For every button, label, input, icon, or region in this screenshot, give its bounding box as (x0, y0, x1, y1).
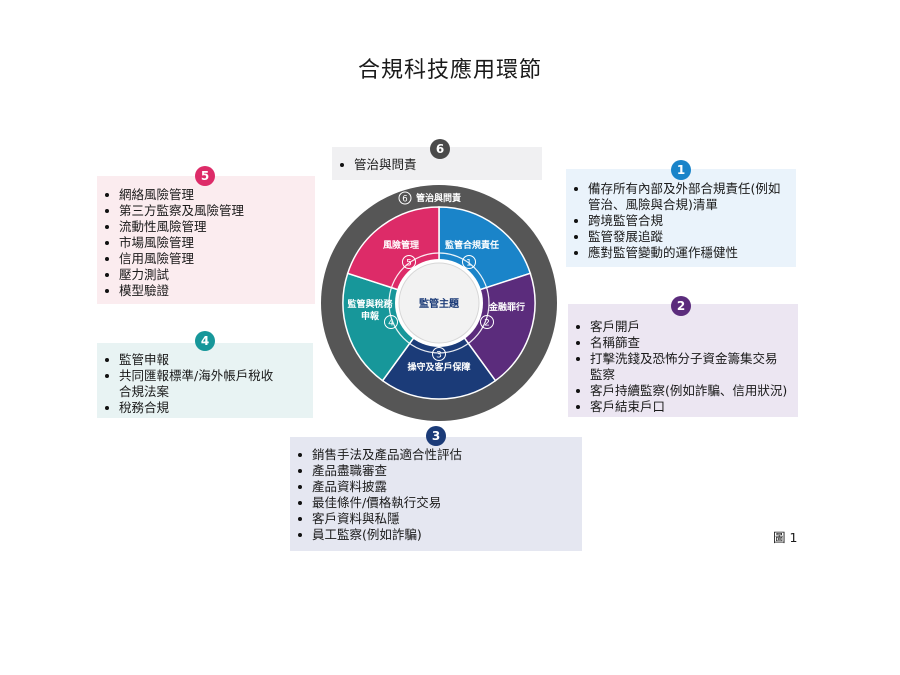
segment-number: 3 (436, 351, 442, 361)
list-item: 監管申報 (97, 352, 313, 368)
segment-label: 申報 (361, 310, 380, 322)
list-item: 名稱篩查 (568, 335, 798, 351)
list-item: 備存所有內部及外部合規責任(例如管治、風險與合規)清單 (566, 181, 796, 213)
box-regulatory-compliance: 備存所有內部及外部合規責任(例如管治、風險與合規)清單 跨境監管合規 監管發展追… (566, 169, 796, 267)
segment-number: 2 (484, 319, 490, 329)
segment-number-circle (462, 255, 476, 269)
list-item: 市場風險管理 (97, 235, 315, 251)
ring-number-circle (398, 191, 412, 205)
page-title: 合規科技應用環節 (357, 58, 542, 83)
center-disc (398, 262, 480, 344)
badge-1: 1 (671, 160, 691, 180)
list-item: 共同匯報標準/海外帳戶稅收合規法案 (97, 368, 313, 400)
list-item: 管治與問責 (332, 157, 542, 173)
center-label: 監管主題 (419, 297, 460, 310)
list-item: 信用風險管理 (97, 251, 315, 267)
list-item: 客戶結束戶口 (568, 399, 798, 415)
list-item: 產品資料披露 (290, 479, 582, 495)
inner-ring-line (388, 252, 490, 354)
segment-number-circle (432, 347, 446, 361)
list-item: 模型驗證 (97, 283, 315, 299)
list-item: 跨境監管合規 (566, 213, 796, 229)
segment-number: 4 (388, 319, 394, 329)
list-item: 客戶開戶 (568, 319, 798, 335)
list-item: 稅務合規 (97, 400, 313, 416)
box-risk-management: 網絡風險管理 第三方監察及風險管理 流動性風險管理 市場風險管理 信用風險管理 … (97, 176, 315, 304)
badge-6: 6 (430, 139, 450, 159)
segment-number: 5 (406, 259, 412, 269)
list-item: 最佳條件/價格執行交易 (290, 495, 582, 511)
list-item: 產品盡職審查 (290, 463, 582, 479)
segment-label: 監管合規責任 (445, 239, 499, 251)
list-item: 壓力測試 (97, 267, 315, 283)
ring-label: 管治與問責 (416, 192, 461, 204)
list-item: 銷售手法及產品適合性評估 (290, 447, 582, 463)
segment-label: 監管與稅務 (347, 298, 393, 310)
ring-number: 6 (402, 195, 407, 205)
list-item: 應對監管變動的運作穩健性 (566, 245, 796, 261)
list-item: 打擊洗錢及恐怖分子資金籌集交易監察 (568, 351, 798, 383)
list-item: 第三方監察及風險管理 (97, 203, 315, 219)
segment-conduct-protection (381, 301, 497, 400)
list-item: 網絡風險管理 (97, 187, 315, 203)
segment-label: 操守及客戶保障 (407, 361, 470, 373)
list-item: 監管發展追蹤 (566, 229, 796, 245)
segment-label: 金融罪行 (488, 301, 525, 313)
box-conduct-client-protection: 銷售手法及產品適合性評估 產品盡職審查 產品資料披露 最佳條件/價格執行交易 客… (290, 437, 582, 551)
badge-4: 4 (195, 331, 215, 351)
list-item: 流動性風險管理 (97, 219, 315, 235)
badge-5: 5 (195, 166, 215, 186)
list-item: 員工監察(例如詐騙) (290, 527, 582, 543)
list-item: 客戶資料與私隱 (290, 511, 582, 527)
list-item: 客戶持續監察(例如詐騙、信用狀況) (568, 383, 798, 399)
badge-3: 3 (426, 426, 446, 446)
segment-number-circle (480, 315, 494, 329)
box-financial-crime: 客戶開戶 名稱篩查 打擊洗錢及恐怖分子資金籌集交易監察 客戶持續監察(例如詐騙、… (568, 304, 798, 417)
segment-number: 1 (466, 259, 472, 269)
box-regulatory-tax-reporting: 監管申報 共同匯報標準/海外帳戶稅收合規法案 稅務合規 (97, 343, 313, 418)
segment-label: 風險管理 (383, 239, 419, 251)
badge-2: 2 (671, 296, 691, 316)
figure-label: 圖 1 (773, 530, 798, 545)
segment-number-circle (384, 315, 398, 329)
segment-number-circle (402, 255, 416, 269)
